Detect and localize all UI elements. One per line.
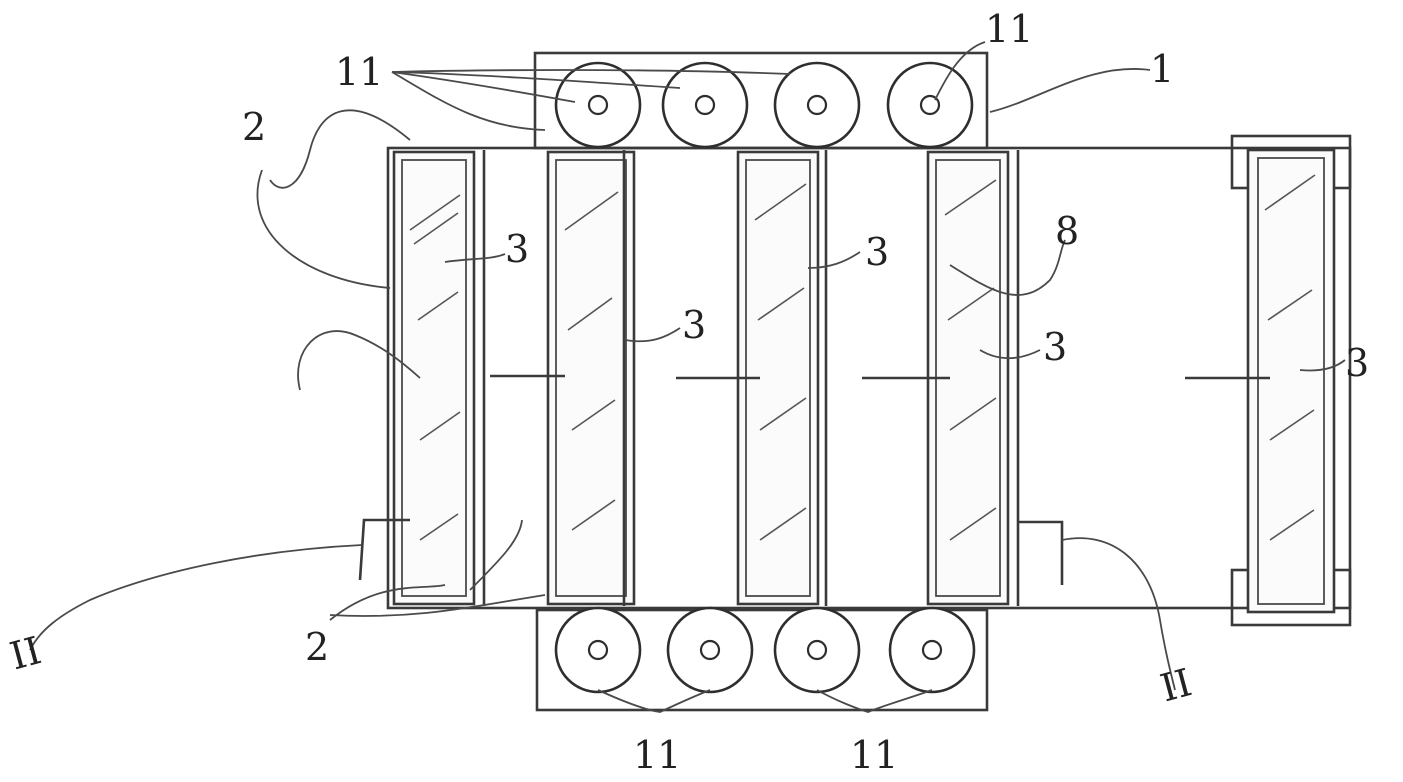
label-3-a: 3 (505, 227, 529, 271)
label-3-d: 3 (1043, 325, 1067, 369)
label-11-bottom-left: 11 (633, 733, 681, 777)
glass-panel-1 (394, 150, 484, 606)
top-rollers (556, 63, 972, 147)
right-panel-assembly (1232, 136, 1350, 625)
label-2-bottom: 2 (305, 625, 329, 669)
label-ii-right: II (1156, 660, 1196, 710)
label-8: 8 (1055, 209, 1079, 253)
glass-panel-2 (548, 150, 634, 606)
glass-hatching (410, 175, 1315, 540)
label-11-bottom-right: 11 (850, 733, 898, 777)
label-3-c: 3 (865, 230, 889, 274)
bottom-rollers (556, 608, 974, 692)
right-section-marker (1018, 522, 1062, 585)
label-11-top-right: 11 (985, 7, 1033, 51)
label-2-top: 2 (242, 105, 266, 149)
label-1: 1 (1150, 47, 1174, 91)
label-3-e: 3 (1345, 341, 1369, 385)
label-11-top-left: 11 (335, 50, 383, 94)
label-3-b: 3 (682, 303, 706, 347)
